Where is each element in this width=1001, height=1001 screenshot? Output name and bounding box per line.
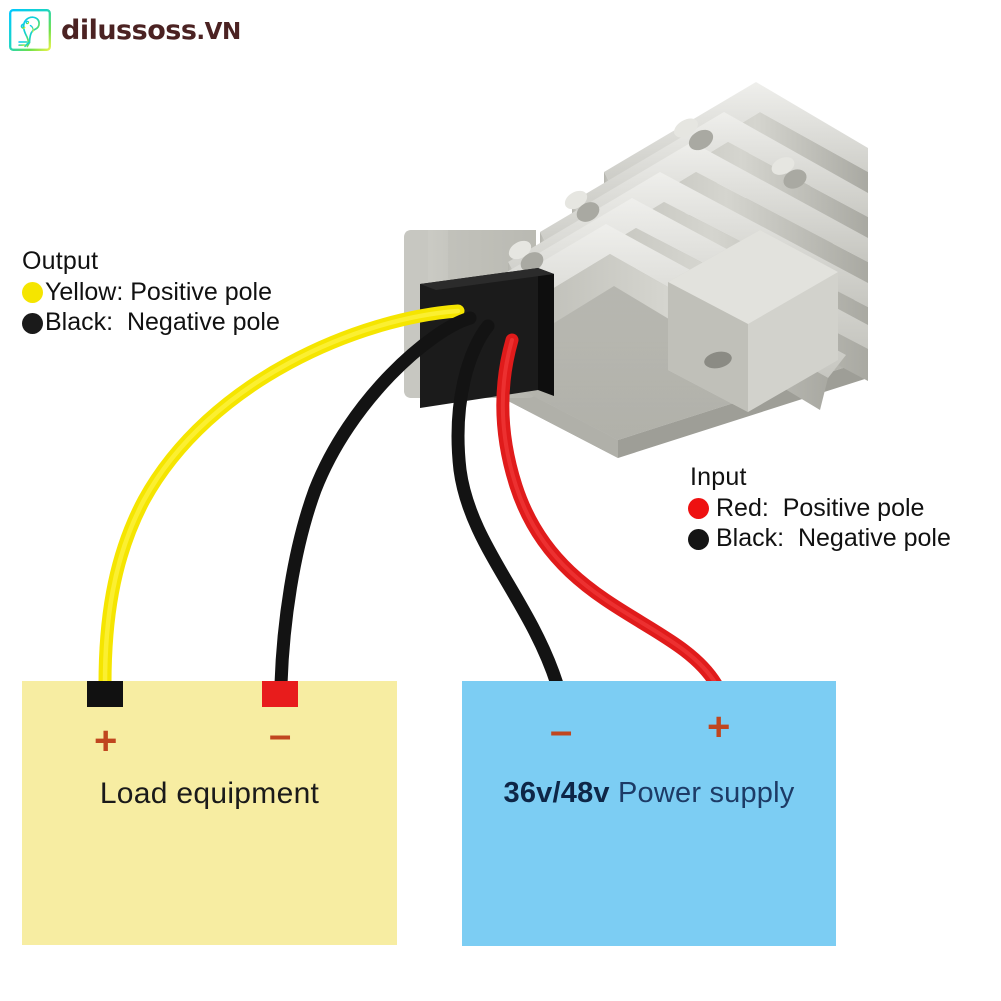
device-center-block — [668, 230, 838, 412]
site-watermark: dilussoss.VN — [8, 8, 241, 52]
red-input-positive-wire — [496, 333, 723, 691]
yellow-wire-highlight — [102, 308, 461, 687]
load-negative-sign: – — [269, 713, 292, 757]
input-legend-black-label: Black: Negative pole — [716, 524, 951, 552]
power-supply-box: – + 36v/48v Power supply — [462, 681, 836, 946]
input-legend: Input Red: Positive pole Black: Negative… — [688, 462, 951, 554]
power-supply-voltage: 36v/48v — [503, 777, 610, 809]
watermark-brand: dilussoss — [61, 14, 197, 46]
output-legend-row-black: Black: Negative pole — [22, 307, 280, 338]
output-legend: Output Yellow: Positive pole Black: Nega… — [22, 246, 280, 338]
black-input-negative-wire — [451, 319, 564, 691]
output-legend-black-label: Black: Negative pole — [45, 308, 280, 336]
watermark-domain: .VN — [196, 18, 241, 45]
dc-dc-converter-module — [368, 60, 880, 470]
load-positive-terminal — [87, 681, 123, 707]
black-dot-icon — [688, 528, 709, 550]
input-legend-red-label: Red: Positive pole — [716, 493, 925, 522]
load-equipment-box: + – Load equipment — [22, 681, 397, 945]
output-legend-yellow-label: Yellow: Positive pole — [45, 277, 272, 306]
black-output-negative-wire — [274, 311, 477, 691]
black-dot-icon — [22, 312, 43, 334]
load-positive-sign: + — [94, 719, 118, 763]
load-negative-terminal — [262, 681, 298, 707]
yellow-dot-icon — [22, 282, 43, 304]
supply-negative-sign: – — [550, 709, 573, 753]
output-legend-title: Output — [22, 247, 99, 275]
watermark-text: dilussoss.VN — [61, 17, 241, 44]
load-equipment-label: Load equipment — [99, 777, 320, 810]
input-legend-row-red: Red: Positive pole — [688, 493, 951, 524]
output-legend-row-yellow: Yellow: Positive pole — [22, 277, 280, 308]
power-supply-label: 36v/48v Power supply — [462, 777, 836, 810]
power-supply-label-rest: Power supply — [609, 777, 795, 809]
input-legend-row-black: Black: Negative pole — [688, 523, 951, 554]
parrot-logo-icon — [8, 8, 52, 52]
supply-positive-sign: + — [707, 705, 731, 749]
red-wire-highlight — [500, 338, 718, 686]
input-legend-title: Input — [690, 463, 747, 491]
red-dot-icon — [688, 498, 709, 520]
